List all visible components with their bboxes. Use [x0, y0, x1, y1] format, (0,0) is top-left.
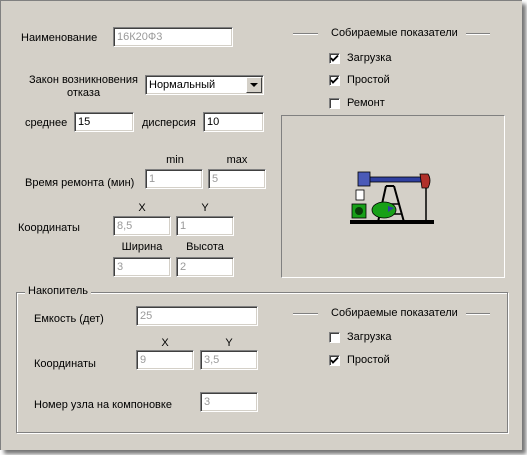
equipment-picture-box — [281, 115, 505, 278]
node-number-label: Номер узла на компоновке — [34, 399, 172, 411]
name-field[interactable]: 16К20Ф3 — [113, 27, 233, 47]
checkmark-icon — [330, 356, 339, 364]
checkbox-repair[interactable] — [329, 98, 340, 109]
acc-checkbox-idle[interactable] — [329, 355, 340, 366]
acc-coord-x-header: X — [161, 337, 169, 349]
indicators-title: Собираемые показатели — [331, 27, 458, 39]
failure-law-value: Нормальный — [149, 79, 216, 91]
coord-y-field[interactable]: 1 — [176, 216, 234, 236]
dispersion-label: дисперсия — [142, 117, 196, 129]
coord-y-header: Y — [201, 202, 209, 214]
node-number-field[interactable]: 3 — [200, 392, 258, 412]
repair-time-label: Время ремонта (мин) — [25, 177, 135, 189]
capacity-field[interactable]: 25 — [136, 306, 258, 326]
mean-label: среднее — [25, 117, 68, 129]
width-header: Ширина — [121, 241, 163, 253]
checkbox-idle-label: Простой — [347, 74, 390, 86]
height-header: Высота — [186, 241, 224, 253]
height-field[interactable]: 2 — [176, 257, 234, 277]
chevron-down-icon[interactable] — [246, 77, 262, 93]
indicators-divider-left — [293, 33, 318, 35]
acc-coord-x-field[interactable]: 9 — [136, 350, 194, 370]
acc-indicators-divider-right — [466, 313, 490, 315]
acc-indicators-divider-left — [293, 313, 318, 315]
acc-checkbox-load-label: Загрузка — [347, 331, 392, 343]
min-header: min — [166, 154, 184, 166]
failure-law-label-line2: отказа — [66, 87, 101, 99]
failure-law-label-line1: Закон возникновения — [29, 74, 138, 86]
checkbox-load[interactable] — [329, 53, 340, 64]
name-label: Наименование — [21, 32, 98, 44]
acc-indicators-title: Собираемые показатели — [331, 307, 458, 319]
accumulator-title: Накопитель — [25, 285, 92, 297]
acc-coord-y-field[interactable]: 3,5 — [200, 350, 258, 370]
coords-label: Координаты — [18, 222, 80, 234]
checkbox-idle[interactable] — [329, 75, 340, 86]
mean-field[interactable]: 15 — [74, 112, 134, 132]
oil-pump-jack-icon — [350, 171, 434, 224]
checkmark-icon — [330, 76, 339, 84]
accumulator-group — [16, 292, 508, 433]
coord-x-field[interactable]: 8,5 — [113, 216, 171, 236]
acc-checkbox-idle-label: Простой — [347, 354, 390, 366]
repair-max-field[interactable]: 5 — [208, 169, 266, 189]
acc-checkbox-load[interactable] — [329, 332, 340, 343]
capacity-label: Емкость (дет) — [34, 313, 104, 325]
checkbox-load-label: Загрузка — [347, 52, 392, 64]
indicators-divider-right — [466, 33, 490, 35]
checkbox-repair-label: Ремонт — [347, 97, 385, 109]
coord-x-header: X — [138, 202, 146, 214]
repair-min-field[interactable]: 1 — [145, 169, 203, 189]
acc-coord-y-header: Y — [225, 337, 233, 349]
acc-coords-label: Координаты — [34, 358, 96, 370]
checkmark-icon — [330, 54, 339, 62]
properties-dialog: Наименование 16К20Ф3 Закон возникновения… — [0, 0, 522, 450]
max-header: max — [226, 154, 248, 166]
width-field[interactable]: 3 — [113, 257, 171, 277]
failure-law-select[interactable]: Нормальный — [145, 75, 264, 95]
dispersion-field[interactable]: 10 — [203, 112, 264, 132]
